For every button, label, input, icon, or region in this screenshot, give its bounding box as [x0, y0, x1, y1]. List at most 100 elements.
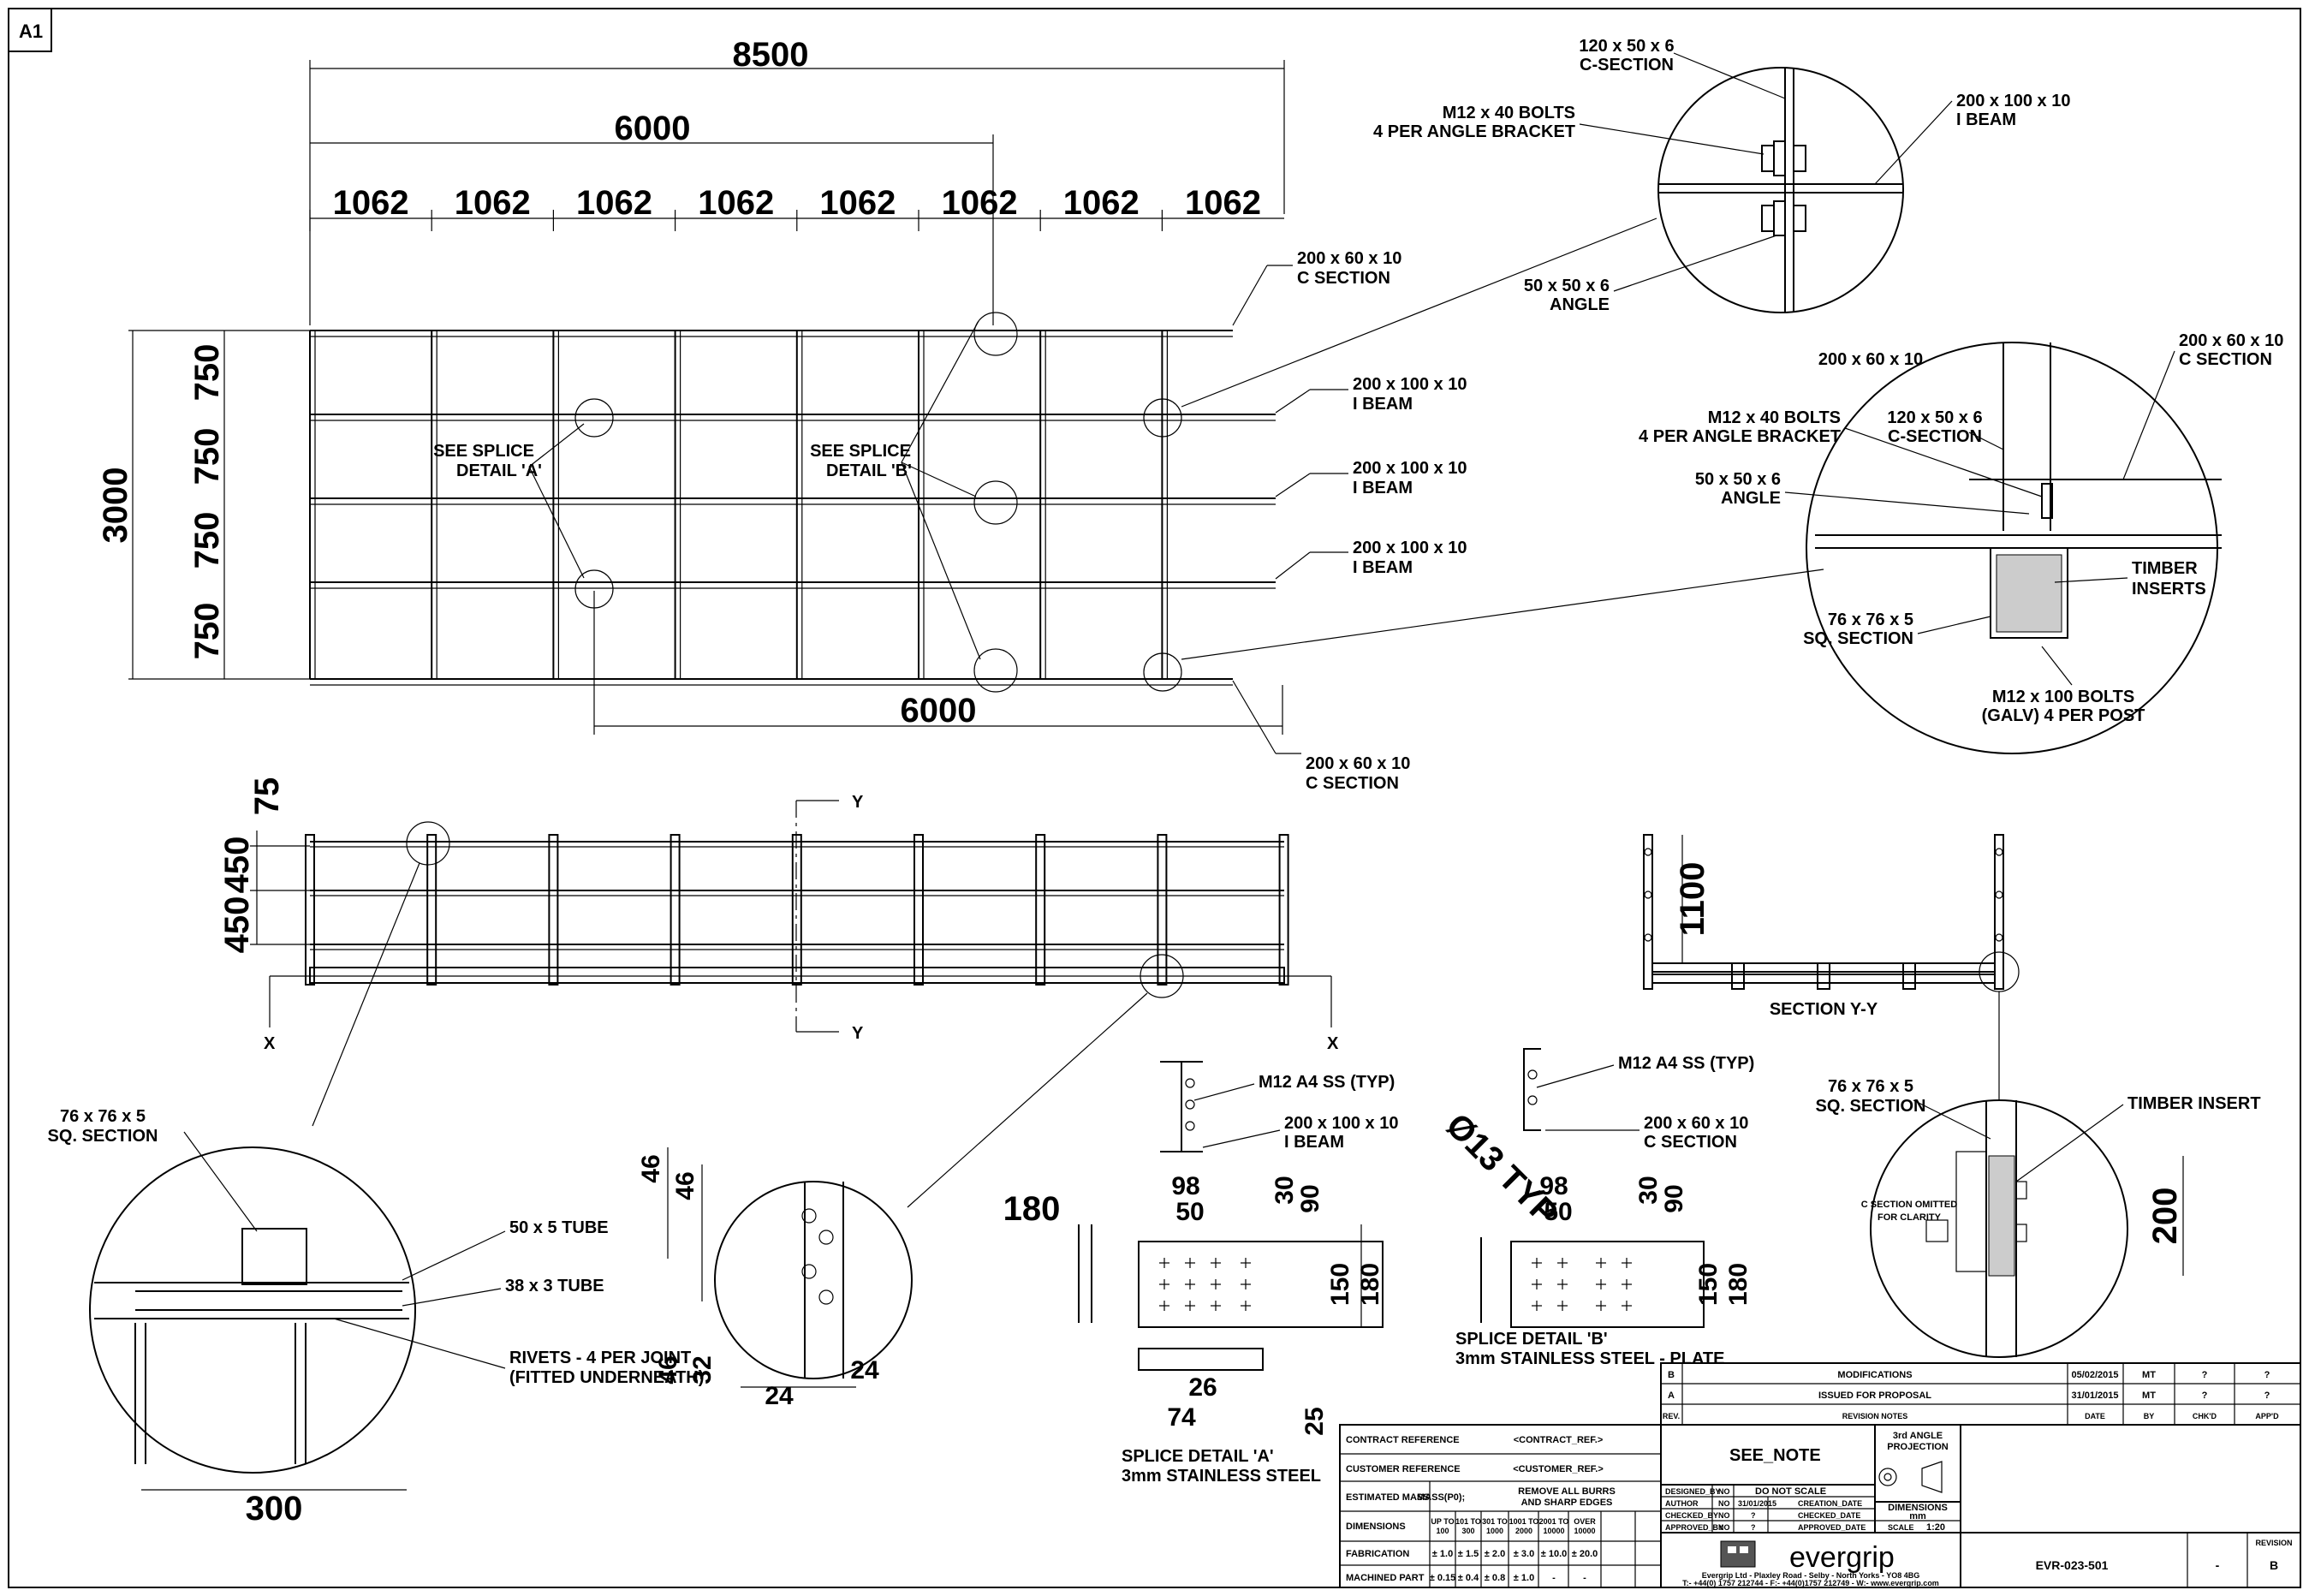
dt-bolts-2: 4 PER ANGLE BRACKET: [1373, 122, 1575, 141]
dt-angle-2: ANGLE: [1550, 295, 1610, 314]
tb-burrs-1: REMOVE ALL BURRS: [1518, 1486, 1616, 1497]
sb-d30: 30: [1634, 1176, 1663, 1204]
y-bottom: Y: [852, 1024, 864, 1043]
tolerance-range-from: OVER: [1574, 1517, 1596, 1526]
tb-checked-v: NO: [1718, 1511, 1730, 1520]
tolerance-range-from: 1001 TO: [1509, 1517, 1539, 1526]
see-splice-a-2: DETAIL 'A': [456, 462, 542, 480]
dim-450b: 450: [218, 896, 256, 954]
sb-title-1: SPLICE DETAIL 'B': [1455, 1330, 1608, 1349]
dm-b100-1: M12 x 100 BOLTS: [1992, 688, 2134, 706]
dim-75: 75: [248, 777, 286, 816]
tb-mass-val: MASS(P0);: [1417, 1492, 1465, 1503]
tb-author: AUTHOR: [1665, 1499, 1699, 1508]
tb-checked-q: ?: [1751, 1511, 1756, 1520]
hole-d6: 24: [850, 1356, 879, 1385]
tb-approved-v: NO: [1718, 1523, 1730, 1532]
tb-fab: FABRICATION: [1346, 1549, 1409, 1559]
c-top-1: 200 x 60 x 10: [1297, 249, 1401, 268]
ib3-1: 200 x 100 x 10: [1353, 539, 1467, 557]
detail-rail-joint: 76 x 76 x 5 SQ. SECTION 50 x 5 TUBE 38 x…: [48, 1107, 705, 1528]
dr-rivets-2: (FITTED UNDERNEATH): [509, 1368, 704, 1387]
fabrication-tolerance: ± 1.5: [1458, 1549, 1479, 1559]
tb-approved-date: APPROVED_DATE: [1798, 1523, 1866, 1532]
tb-contract: CONTRACT REFERENCE: [1346, 1435, 1460, 1445]
sa-d150: 150: [1326, 1263, 1354, 1306]
rev-b-note: MODIFICATIONS: [1837, 1370, 1912, 1380]
elevation-post: [305, 834, 315, 986]
tb-company: evergrip: [1789, 1541, 1895, 1574]
dim-span: 6000: [615, 110, 691, 147]
sb-d150: 150: [1694, 1263, 1723, 1306]
ib1-1: 200 x 100 x 10: [1353, 375, 1467, 394]
dm-c200-b: C SECTION: [2179, 350, 2272, 369]
hole-d1: 46: [637, 1154, 665, 1182]
sb-d50: 50: [1544, 1198, 1572, 1226]
machined-tolerance: ± 0.4: [1458, 1573, 1479, 1583]
sa-beam-1: 200 x 100 x 10: [1284, 1114, 1398, 1133]
elevation-structure: [270, 834, 1331, 986]
ib3-2: I BEAM: [1353, 558, 1413, 577]
sa-beam-2: I BEAM: [1284, 1133, 1344, 1152]
elevation-post: [1278, 834, 1289, 986]
sa-d180: 180: [1003, 1190, 1061, 1228]
rev-h-date: DATE: [2085, 1412, 2105, 1420]
section-y-y: 1100 SECTION Y-Y: [1643, 834, 2020, 1100]
splice-b-holes: [1532, 1258, 1632, 1311]
dm-c120-1: 120 x 50 x 6: [1887, 408, 1982, 427]
tb-revision-label: REVISION: [2255, 1539, 2292, 1547]
fabrication-tolerance: ± 1.0: [1432, 1549, 1453, 1559]
tb-dims-unit: mm: [1909, 1511, 1926, 1522]
y-top: Y: [852, 793, 864, 812]
dt-c120-1: 120 x 50 x 6: [1579, 37, 1674, 56]
hole-d2: 46: [671, 1171, 699, 1200]
detail-post-bracket: 200 x 60 x 10 200 x 60 x 10 C SECTION M1…: [1639, 331, 2283, 754]
rev-h-note: REVISION NOTES: [1842, 1412, 1908, 1420]
elevation-post: [1157, 834, 1168, 986]
tb-contract-val: <CONTRACT_REF.>: [1514, 1435, 1604, 1445]
machined-tolerance: -: [1583, 1573, 1586, 1583]
dr-rivets-1: RIVETS - 4 PER JOINT: [509, 1349, 691, 1367]
tb-checked: CHECKED_BY: [1665, 1511, 1718, 1520]
dm-sq-1: 76 x 76 x 5: [1828, 610, 1913, 629]
detail-post-holes: 46 46 46 32 24 24: [637, 1147, 913, 1410]
dm-angle-1: 50 x 50 x 6: [1695, 470, 1781, 489]
dt-c120-2: C-SECTION: [1580, 56, 1674, 74]
row-dimension: 750: [188, 603, 226, 660]
elevation-post: [669, 834, 681, 986]
tb-dimensions: DIMENSIONS: [1346, 1522, 1406, 1532]
section-yy-title: SECTION Y-Y: [1770, 1000, 1878, 1019]
dm-b100-2: (GALV) 4 PER POST: [1982, 706, 2145, 725]
dm-timber-1: TIMBER: [2132, 559, 2198, 578]
dr-tube38: 38 x 3 TUBE: [505, 1277, 604, 1295]
detail-bracket-top: 120 x 50 x 6 C-SECTION 200 x 100 x 10 I …: [1373, 37, 2070, 314]
fabrication-tolerance: ± 2.0: [1485, 1549, 1505, 1559]
fabrication-tolerance: ± 3.0: [1514, 1549, 1534, 1559]
splice-detail-a: M12 A4 SS (TYP) 200 x 100 x 10 I BEAM 18…: [1003, 1061, 1398, 1486]
sa-title-1: SPLICE DETAIL 'A': [1122, 1447, 1274, 1466]
logo-icon: [1720, 1540, 1756, 1568]
title-block: B MODIFICATIONS 05/02/2015 MT ? ? A ISSU…: [1339, 1362, 2301, 1588]
sb-beam-1: 200 x 60 x 10: [1644, 1114, 1748, 1133]
dim-450a: 450: [218, 837, 256, 894]
tb-see-note: SEE_NOTE: [1729, 1446, 1821, 1465]
dim-bottom-span: 6000: [901, 692, 977, 730]
splice-a-holes: [1159, 1258, 1251, 1311]
tb-designed-v: NO: [1718, 1487, 1730, 1496]
rev-h: REV.: [1663, 1412, 1680, 1420]
dm-c200-1: 200 x 60 x 10: [1818, 350, 1923, 369]
sb-d90: 90: [1660, 1184, 1688, 1212]
rev-h-by: BY: [2144, 1412, 2155, 1420]
sb-d180: 180: [1724, 1263, 1753, 1306]
dm-angle-2: ANGLE: [1721, 489, 1781, 508]
see-splice-a-1: SEE SPLICE: [433, 442, 534, 461]
dim-1100: 1100: [1674, 862, 1711, 937]
tb-checked-date: CHECKED_DATE: [1798, 1511, 1860, 1520]
elevation-post: [913, 834, 924, 986]
sa-bolt: M12 A4 SS (TYP): [1259, 1073, 1395, 1092]
dp-h: 200: [2146, 1188, 2184, 1245]
dm-timber-2: INSERTS: [2132, 580, 2206, 598]
sb-beam-2: C SECTION: [1644, 1133, 1737, 1152]
